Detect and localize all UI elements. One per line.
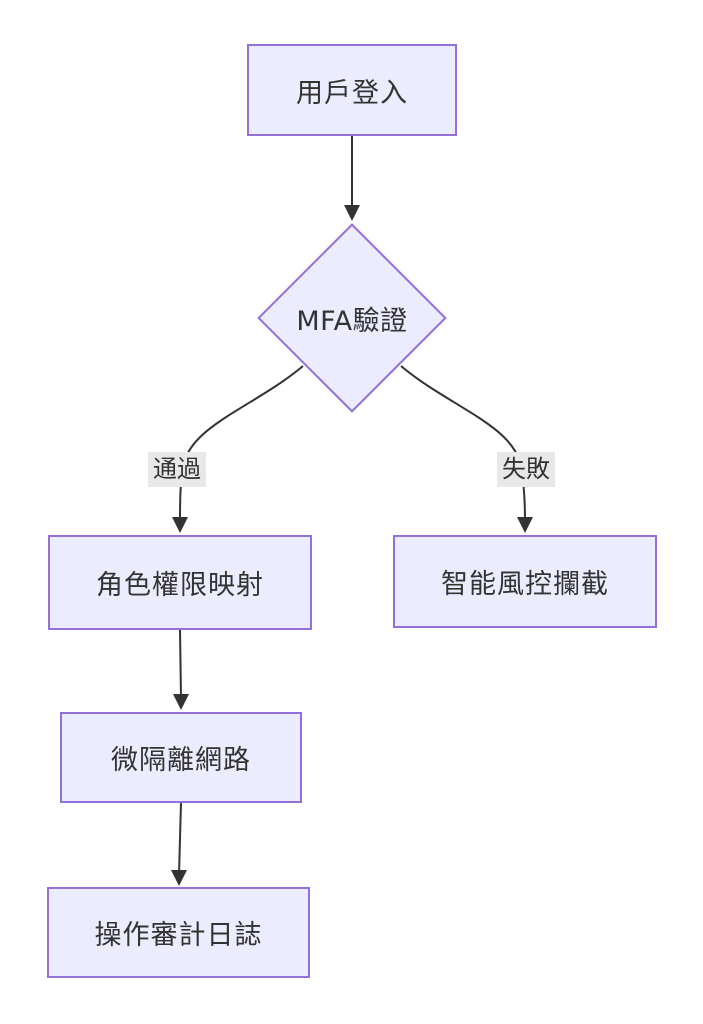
node-risk-control-interception-label: 智能風控攔截 xyxy=(441,569,609,600)
arrowhead-role-mapping-to-microsegmentation xyxy=(173,694,189,710)
node-role-permission-mapping-label: 角色權限映射 xyxy=(96,570,264,601)
node-micro-segmentation-network-label: 微隔離網路 xyxy=(111,745,251,776)
arrowhead-microsegmentation-to-audit-log xyxy=(171,870,187,886)
node-operation-audit-log: 操作審計日誌 xyxy=(47,887,310,978)
node-risk-control-interception: 智能風控攔截 xyxy=(393,535,657,628)
node-mfa-verification-label: MFA驗證 xyxy=(296,305,408,337)
edge-mfa-to-risk-control xyxy=(400,365,526,522)
node-role-permission-mapping: 角色權限映射 xyxy=(48,535,312,630)
edge-microsegmentation-to-audit-log xyxy=(178,802,182,875)
edge-label-fail: 失敗 xyxy=(497,452,555,488)
node-micro-segmentation-network: 微隔離網路 xyxy=(60,712,302,803)
edge-role-mapping-to-microsegmentation xyxy=(179,629,182,699)
arrowhead-mfa-to-risk-control xyxy=(517,517,533,533)
edge-mfa-to-role-mapping xyxy=(179,365,304,522)
arrowhead-mfa-to-role-mapping xyxy=(172,517,188,533)
node-user-login: 用戶登入 xyxy=(247,44,457,136)
node-user-login-label: 用戶登入 xyxy=(296,77,408,109)
node-operation-audit-log-label: 操作審計日誌 xyxy=(94,920,263,951)
arrowhead-user-login-to-mfa xyxy=(344,205,360,221)
node-mfa-verification: MFA驗證 xyxy=(252,252,452,384)
edge-label-pass: 通過 xyxy=(148,452,206,488)
